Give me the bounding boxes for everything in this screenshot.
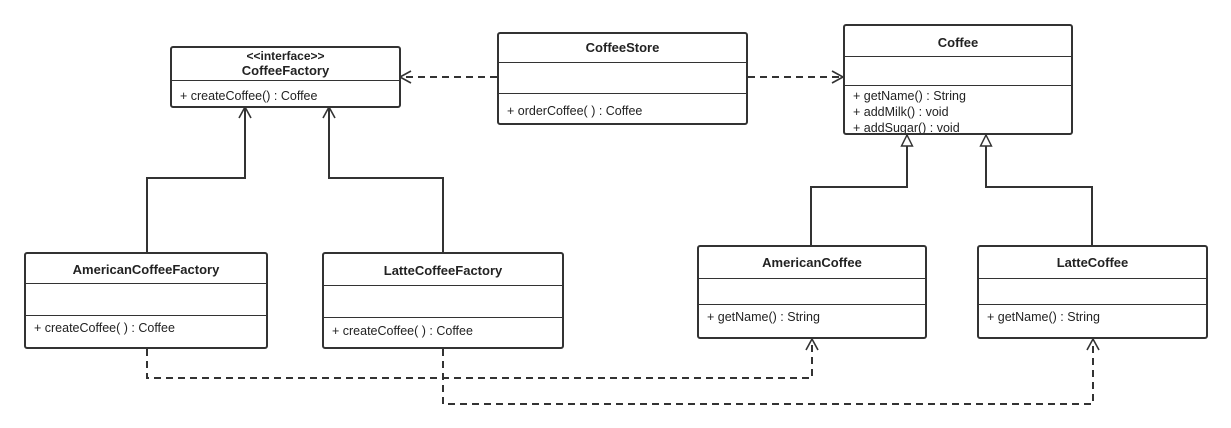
dependency-latte-factory-to-coffee (442, 337, 1100, 405)
class-name: CoffeeFactory (241, 63, 330, 78)
operations-list: + orderCoffee( ) : Coffee (507, 103, 742, 119)
class-header: <<interface>> CoffeeFactory (172, 49, 399, 79)
class-american-coffee[interactable]: AmericanCoffee + getName() : String (697, 245, 927, 339)
operation: + addMilk() : void (853, 105, 949, 119)
class-header: LatteCoffeeFactory (324, 263, 562, 279)
divider (324, 317, 562, 318)
divider (699, 304, 925, 305)
operation: + getName() : String (853, 89, 966, 103)
class-header: AmericanCoffee (699, 255, 925, 271)
operations-list: + createCoffee( ) : Coffee (34, 320, 262, 336)
operation: + addSugar() : void (853, 121, 960, 135)
class-header: AmericanCoffeeFactory (26, 262, 266, 278)
operation: + getName() : String (707, 310, 820, 324)
operation: + createCoffee( ) : Coffee (34, 321, 175, 335)
divider (26, 315, 266, 316)
class-latte-coffee-factory[interactable]: LatteCoffeeFactory + createCoffee( ) : C… (322, 252, 564, 349)
class-name: LatteCoffeeFactory (383, 263, 503, 278)
divider (26, 283, 266, 284)
dependency-american-factory-to-coffee (146, 337, 819, 379)
class-name: AmericanCoffee (762, 255, 862, 270)
class-american-coffee-factory[interactable]: AmericanCoffeeFactory + createCoffee( ) … (24, 252, 268, 349)
operations-list: + getName() : String (707, 309, 921, 325)
realization-american-factory (146, 105, 252, 252)
class-name: AmericanCoffeeFactory (72, 262, 220, 277)
divider (499, 93, 746, 94)
divider (324, 285, 562, 286)
class-coffee-store[interactable]: CoffeeStore + orderCoffee( ) : Coffee (497, 32, 748, 125)
divider (979, 304, 1206, 305)
divider (499, 62, 746, 63)
operation: + getName() : String (987, 310, 1100, 324)
class-header: Coffee (845, 35, 1071, 51)
class-name: CoffeeStore (585, 40, 660, 55)
class-latte-coffee[interactable]: LatteCoffee + getName() : String (977, 245, 1208, 339)
operation: + createCoffee( ) : Coffee (332, 324, 473, 338)
divider (979, 278, 1206, 279)
generalization-latte-coffee (979, 133, 1093, 246)
stereotype-label: <<interface>> (246, 49, 325, 63)
class-coffee[interactable]: Coffee + getName() : String + addMilk() … (843, 24, 1073, 135)
class-coffee-factory[interactable]: <<interface>> CoffeeFactory + createCoff… (170, 46, 401, 108)
divider (172, 80, 399, 81)
divider (845, 56, 1071, 57)
operation: + createCoffee() : Coffee (180, 89, 318, 103)
operations-list: + getName() : String + addMilk() : void … (853, 88, 1067, 135)
realization-latte-factory (322, 105, 444, 252)
class-name: LatteCoffee (1056, 255, 1129, 270)
operations-list: + createCoffee() : Coffee (180, 88, 395, 104)
operations-list: + createCoffee( ) : Coffee (332, 323, 558, 339)
divider (699, 278, 925, 279)
divider (845, 85, 1071, 86)
class-header: LatteCoffee (979, 255, 1206, 271)
generalization-american-coffee (810, 133, 914, 246)
class-name: Coffee (937, 35, 979, 50)
operation: + orderCoffee( ) : Coffee (507, 104, 643, 118)
operations-list: + getName() : String (987, 309, 1202, 325)
class-header: CoffeeStore (499, 40, 746, 56)
